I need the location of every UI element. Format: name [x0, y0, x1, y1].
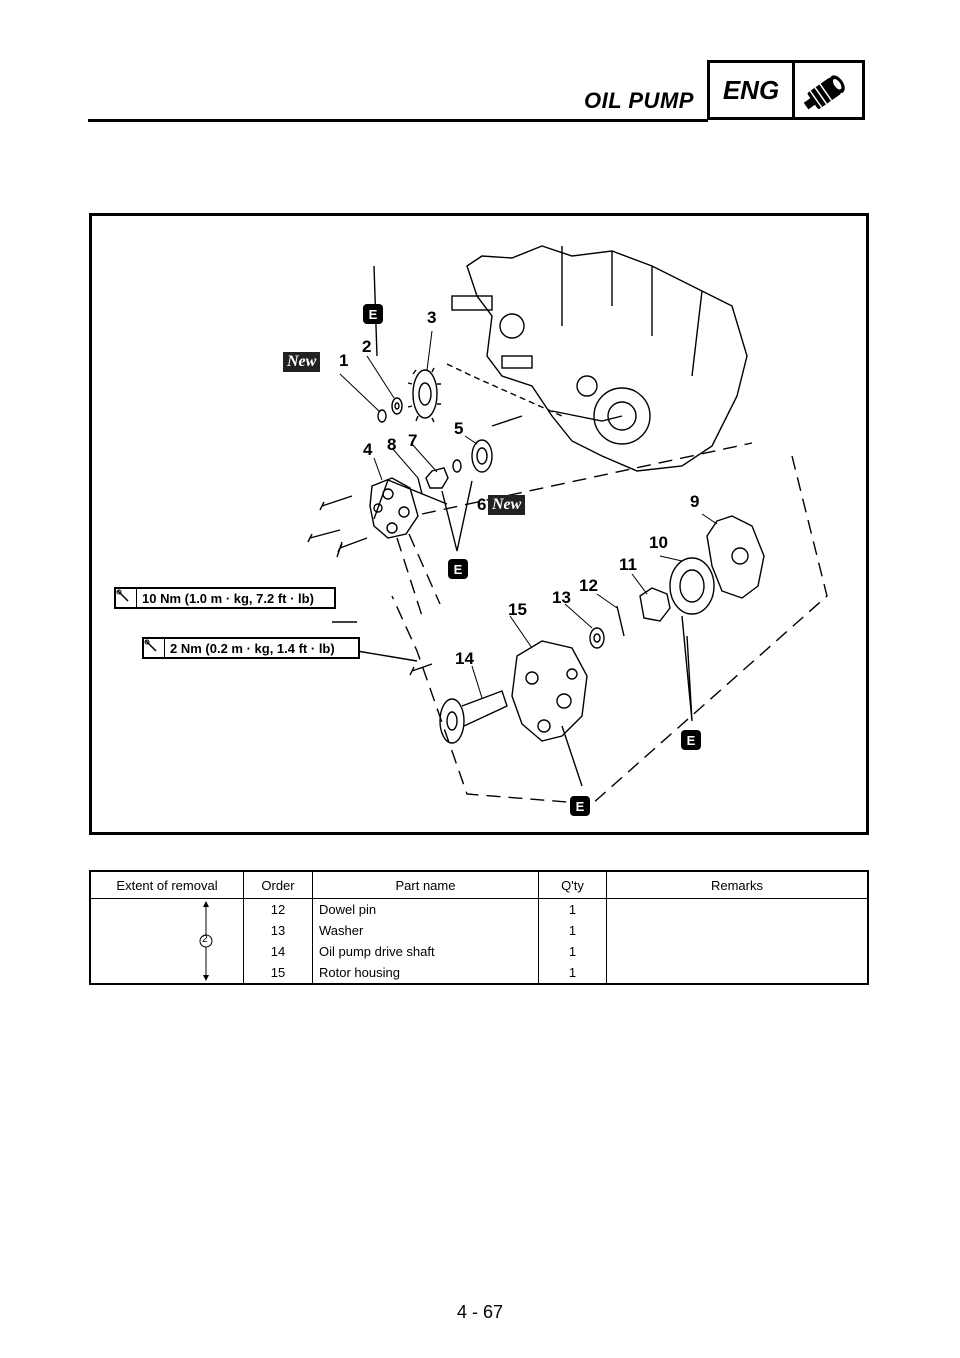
engine-oil-badge: E: [570, 796, 590, 816]
qty-cell: 1: [538, 941, 607, 962]
page-title: OIL PUMP: [584, 88, 694, 113]
engine-case-outline: [466, 245, 748, 472]
qty-cell: 1: [538, 920, 607, 941]
callout-1: 1: [339, 351, 349, 370]
extent-cell: 2: [90, 898, 244, 984]
callout-11: 11: [619, 555, 637, 574]
order-cell: 14: [243, 941, 313, 962]
callout-8: 8: [387, 435, 397, 454]
header-rule: [88, 119, 708, 122]
remarks-cell: [607, 962, 869, 984]
callout-7: 7: [408, 431, 418, 450]
parts-table: Extent of removal Order Part name Q'ty R…: [89, 870, 869, 985]
engine-oil-badge: E: [363, 304, 383, 324]
new-part-badge: New: [488, 495, 526, 515]
wrench-icon: [116, 589, 137, 607]
callout-14: 14: [455, 649, 474, 668]
section-label: ENG: [710, 63, 795, 117]
remarks-cell: [607, 941, 869, 962]
callout-2: 2: [362, 337, 372, 356]
qty-cell: 1: [538, 898, 607, 920]
table-row: 13 Washer 1: [90, 920, 868, 941]
part-name-cell: Washer: [312, 920, 539, 941]
torque-spec-10nm: 10 Nm (1.0 m · kg, 7.2 ft · lb): [114, 587, 336, 609]
remarks-cell: [607, 899, 869, 921]
callout-13: 13: [552, 588, 571, 607]
header-order: Order: [243, 871, 313, 899]
callout-15: 15: [508, 600, 527, 619]
engine-oil-badge: E: [681, 730, 701, 750]
table-row: 15 Rotor housing 1: [90, 962, 868, 984]
order-cell: 12: [243, 898, 313, 920]
part-name-cell: Rotor housing: [312, 962, 539, 984]
callout-9: 9: [690, 492, 700, 511]
wrench-icon: [144, 639, 165, 657]
header-remarks: Remarks: [606, 871, 868, 899]
page-number: 4 - 67: [456, 1302, 504, 1322]
order-cell: 15: [243, 962, 313, 984]
callout-10: 10: [649, 533, 668, 552]
callout-4: 4: [363, 440, 373, 459]
qty-cell: 1: [538, 962, 607, 984]
torque-spec-2nm: 2 Nm (0.2 m · kg, 1.4 ft · lb): [142, 637, 360, 659]
table-row: 14 Oil pump drive shaft 1: [90, 941, 868, 962]
extent-arrow-icon: [199, 901, 213, 981]
part-name-cell: Dowel pin: [312, 898, 539, 920]
callout-6: 6: [477, 495, 487, 514]
callout-5: 5: [454, 419, 464, 438]
callout-3: 3: [427, 308, 437, 327]
table-header-row: Extent of removal Order Part name Q'ty R…: [90, 871, 868, 899]
torque-spec-text: 10 Nm (1.0 m · kg, 7.2 ft · lb): [142, 590, 314, 606]
torque-spec-text: 2 Nm (0.2 m · kg, 1.4 ft · lb): [170, 640, 335, 656]
table-row: 2 12 Dowel pin 1: [90, 898, 869, 984]
header-extent: Extent of removal: [90, 871, 244, 899]
remarks-cell: [607, 920, 869, 941]
extent-marker: 2: [202, 934, 208, 945]
header-qty: Q'ty: [538, 871, 607, 899]
engine-piston-icon: [795, 63, 862, 117]
engine-oil-badge: E: [448, 559, 468, 579]
new-part-badge: New: [283, 352, 321, 372]
callout-12: 12: [579, 576, 598, 595]
header-part-name: Part name: [312, 871, 539, 899]
exploded-diagram: 1 2 3 4 5 6 7 8 9 10 11 12 13 14 15 New …: [89, 213, 869, 835]
order-cell: 13: [243, 920, 313, 941]
section-badge: ENG: [707, 60, 865, 120]
part-name-cell: Oil pump drive shaft: [312, 941, 539, 962]
